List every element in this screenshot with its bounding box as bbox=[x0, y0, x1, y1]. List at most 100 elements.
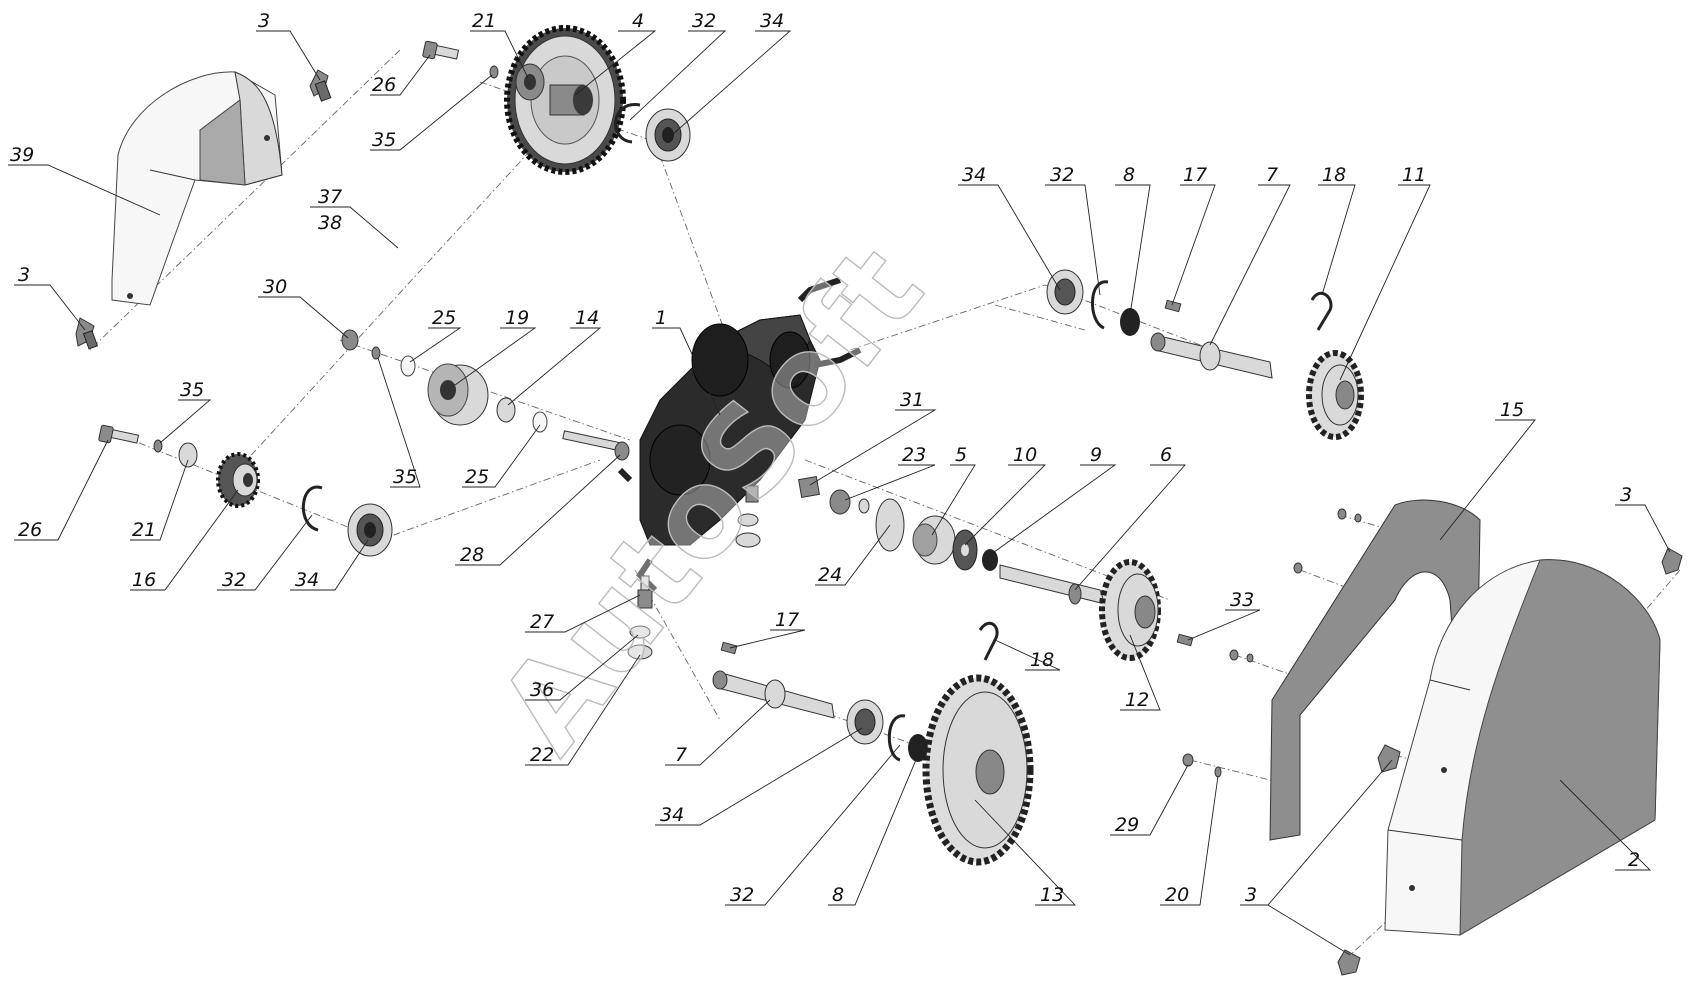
callout-12: 12 bbox=[1125, 689, 1149, 711]
callout-32: 32 bbox=[730, 884, 754, 906]
spring-9 bbox=[982, 549, 998, 571]
circlip-32-bottom bbox=[302, 485, 323, 532]
callout-19: 19 bbox=[505, 307, 529, 329]
shaft-7-top bbox=[1150, 332, 1273, 379]
callout-23: 23 bbox=[902, 444, 926, 466]
roller-19 bbox=[427, 363, 489, 426]
circlip-32-right bbox=[1091, 280, 1109, 330]
nut-31 bbox=[797, 475, 821, 499]
callout-36: 36 bbox=[530, 679, 554, 701]
callout-25: 25 bbox=[465, 466, 489, 488]
hub-21-top bbox=[515, 63, 545, 101]
key-17-top bbox=[1164, 299, 1182, 313]
callout-17: 17 bbox=[775, 609, 799, 631]
callout-28: 28 bbox=[460, 544, 484, 566]
callout-18: 18 bbox=[1322, 164, 1346, 186]
callout-22: 22 bbox=[530, 744, 554, 766]
callout-24: 24 bbox=[818, 564, 842, 586]
callout-33: 33 bbox=[1230, 589, 1254, 611]
bolt-26-bottom bbox=[98, 424, 140, 444]
axle-28 bbox=[562, 430, 630, 461]
callout-31: 31 bbox=[900, 389, 924, 411]
callout-35: 35 bbox=[372, 129, 396, 151]
callout-8: 8 bbox=[1123, 164, 1135, 186]
callout-labels: 3 21 4 32 34 26 35 39 37 38 3 30 25 19 1… bbox=[10, 10, 1640, 906]
callout-21: 21 bbox=[472, 10, 496, 32]
circlip-32-top bbox=[614, 103, 641, 144]
washer-21-bottom bbox=[178, 442, 198, 468]
housing-1 bbox=[617, 277, 862, 593]
ring-25-lower bbox=[532, 411, 548, 433]
callout-39: 39 bbox=[10, 144, 34, 166]
callout-35: 35 bbox=[393, 466, 417, 488]
callout-11: 11 bbox=[1402, 164, 1426, 186]
callout-32: 32 bbox=[1050, 164, 1074, 186]
bolt-under-housing bbox=[745, 485, 759, 503]
washer-35-mid bbox=[371, 346, 381, 360]
callout-9: 9 bbox=[1090, 444, 1102, 466]
bearing-34-lower bbox=[846, 699, 884, 745]
callout-6: 6 bbox=[1160, 444, 1172, 466]
washer-36 bbox=[629, 625, 651, 639]
callout-5: 5 bbox=[955, 444, 967, 466]
callout-13: 13 bbox=[1040, 884, 1064, 906]
wing-nut-3-right-mid bbox=[1377, 744, 1401, 773]
callout-32: 32 bbox=[222, 569, 246, 591]
screw-33 bbox=[1176, 633, 1194, 647]
sprocket-16 bbox=[216, 452, 260, 508]
callout-32: 32 bbox=[692, 10, 716, 32]
bearing-34-top bbox=[645, 108, 691, 162]
callout-34: 34 bbox=[760, 10, 784, 32]
callout-8: 8 bbox=[832, 884, 844, 906]
callout-17: 17 bbox=[1183, 164, 1207, 186]
gear-11 bbox=[1306, 350, 1364, 440]
washer-20 bbox=[1214, 766, 1222, 778]
shaft-7-bottom bbox=[712, 670, 835, 719]
callout-27: 27 bbox=[530, 611, 554, 633]
leader-lines bbox=[8, 30, 1671, 956]
plate-15-fasteners bbox=[1229, 508, 1362, 663]
circlip-32-lower bbox=[887, 714, 906, 762]
shaft-6 bbox=[999, 564, 1106, 605]
guard-left-39 bbox=[111, 71, 283, 306]
callout-34: 34 bbox=[295, 569, 319, 591]
gear-12 bbox=[1099, 559, 1161, 661]
callout-2: 2 bbox=[1628, 849, 1640, 871]
ring-25-upper bbox=[400, 355, 416, 377]
callout-3: 3 bbox=[1620, 484, 1632, 506]
wing-nut-3-top bbox=[309, 69, 332, 102]
callout-35: 35 bbox=[180, 379, 204, 401]
callout-3: 3 bbox=[1245, 884, 1257, 906]
callout-29: 29 bbox=[1115, 814, 1139, 836]
callout-30: 30 bbox=[263, 276, 287, 298]
callout-34: 34 bbox=[660, 804, 684, 826]
wing-nut-3-right-bottom bbox=[1337, 949, 1361, 976]
cover-2 bbox=[1384, 559, 1661, 936]
wing-nut-3-right-top bbox=[1661, 547, 1683, 575]
callout-21: 21 bbox=[132, 519, 156, 541]
collar-5 bbox=[912, 515, 956, 565]
disk-10 bbox=[952, 529, 978, 571]
bolt-27 bbox=[637, 575, 653, 609]
wing-nut-3-bottom bbox=[75, 317, 99, 350]
gear-13 bbox=[922, 674, 1034, 866]
bolt-26-top bbox=[422, 40, 460, 60]
plate-15 bbox=[1269, 499, 1481, 841]
pin-18-top bbox=[1310, 291, 1333, 331]
callout-1: 1 bbox=[655, 307, 667, 329]
nut-29 bbox=[1182, 753, 1194, 767]
sprocket-4 bbox=[504, 25, 626, 175]
callout-26: 26 bbox=[18, 519, 42, 541]
callout-10: 10 bbox=[1013, 444, 1037, 466]
bearing-34-right bbox=[1046, 269, 1084, 315]
pin-18-bottom bbox=[978, 621, 999, 661]
callout-18: 18 bbox=[1030, 649, 1054, 671]
nut-30 bbox=[341, 329, 359, 351]
callout-26: 26 bbox=[372, 74, 396, 96]
callout-3: 3 bbox=[18, 264, 30, 286]
callout-14: 14 bbox=[575, 307, 599, 329]
callout-7: 7 bbox=[675, 744, 687, 766]
callout-38: 38 bbox=[318, 212, 342, 234]
spring-8-top bbox=[1120, 308, 1140, 336]
